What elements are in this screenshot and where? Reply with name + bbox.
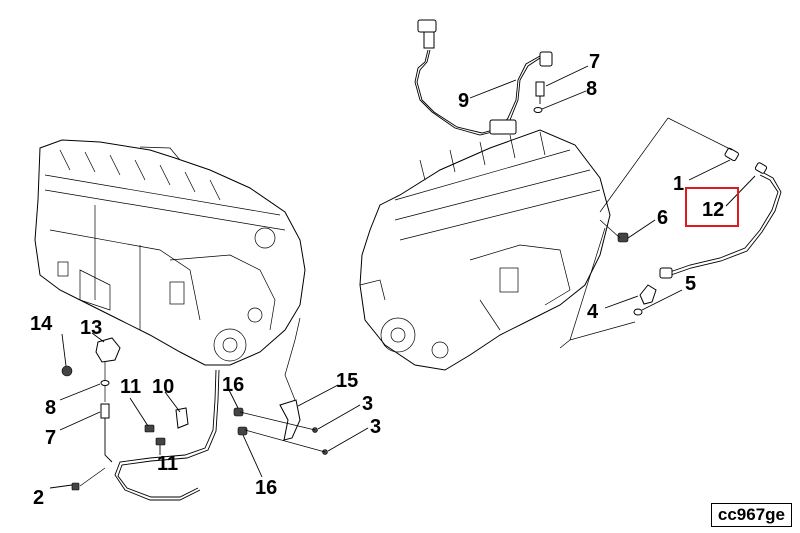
adapter-part-13 xyxy=(95,337,121,363)
seal-part-8-left xyxy=(100,380,110,386)
callout-7-top: 7 xyxy=(589,51,600,73)
bracket-part-15 xyxy=(279,399,301,441)
right-engine-block xyxy=(359,129,611,371)
callout-11-upper: 11 xyxy=(120,376,141,398)
sender-part-4 xyxy=(639,284,657,305)
callout-10: 10 xyxy=(152,376,174,398)
callout-8-top: 8 xyxy=(586,78,597,100)
callout-7-left: 7 xyxy=(45,427,56,449)
fitting-part-2 xyxy=(71,482,80,491)
clip-part-10 xyxy=(175,407,189,429)
callout-15: 15 xyxy=(336,370,358,392)
callout-12: 12 xyxy=(702,199,724,221)
callout-1: 1 xyxy=(673,173,684,195)
callout-6: 6 xyxy=(657,207,668,229)
callout-14: 14 xyxy=(30,313,53,335)
callout-3-lower: 3 xyxy=(370,416,381,438)
callout-4: 4 xyxy=(587,301,599,323)
callout-8-left: 8 xyxy=(45,397,56,419)
seal-part-8-top xyxy=(533,107,543,113)
fuel-line-part-10 xyxy=(104,369,220,501)
callout-11-lower: 11 xyxy=(157,453,178,475)
callout-16-upper: 16 xyxy=(222,374,244,396)
wiring-harness-part-9 xyxy=(414,19,553,136)
callout-16-lower: 16 xyxy=(255,477,277,499)
left-engine-block xyxy=(34,139,306,366)
clips-part-11 xyxy=(144,424,166,446)
reference-code: cc967ge xyxy=(710,503,792,527)
plug-part-14 xyxy=(61,365,73,377)
nuts-part-16 xyxy=(233,407,248,436)
callout-2: 2 xyxy=(33,487,44,509)
callout-9: 9 xyxy=(458,90,469,112)
sensor-part-7-top xyxy=(535,81,545,104)
fuel-line-part-12 xyxy=(659,147,782,279)
callout-5: 5 xyxy=(685,273,696,295)
highlight-box-part-12 xyxy=(685,187,739,227)
callout-3-upper: 3 xyxy=(362,393,373,415)
leader-lines xyxy=(49,65,756,489)
sensor-part-7-left xyxy=(100,403,110,440)
callout-13: 13 xyxy=(80,317,102,339)
washer-part-5 xyxy=(633,308,643,316)
